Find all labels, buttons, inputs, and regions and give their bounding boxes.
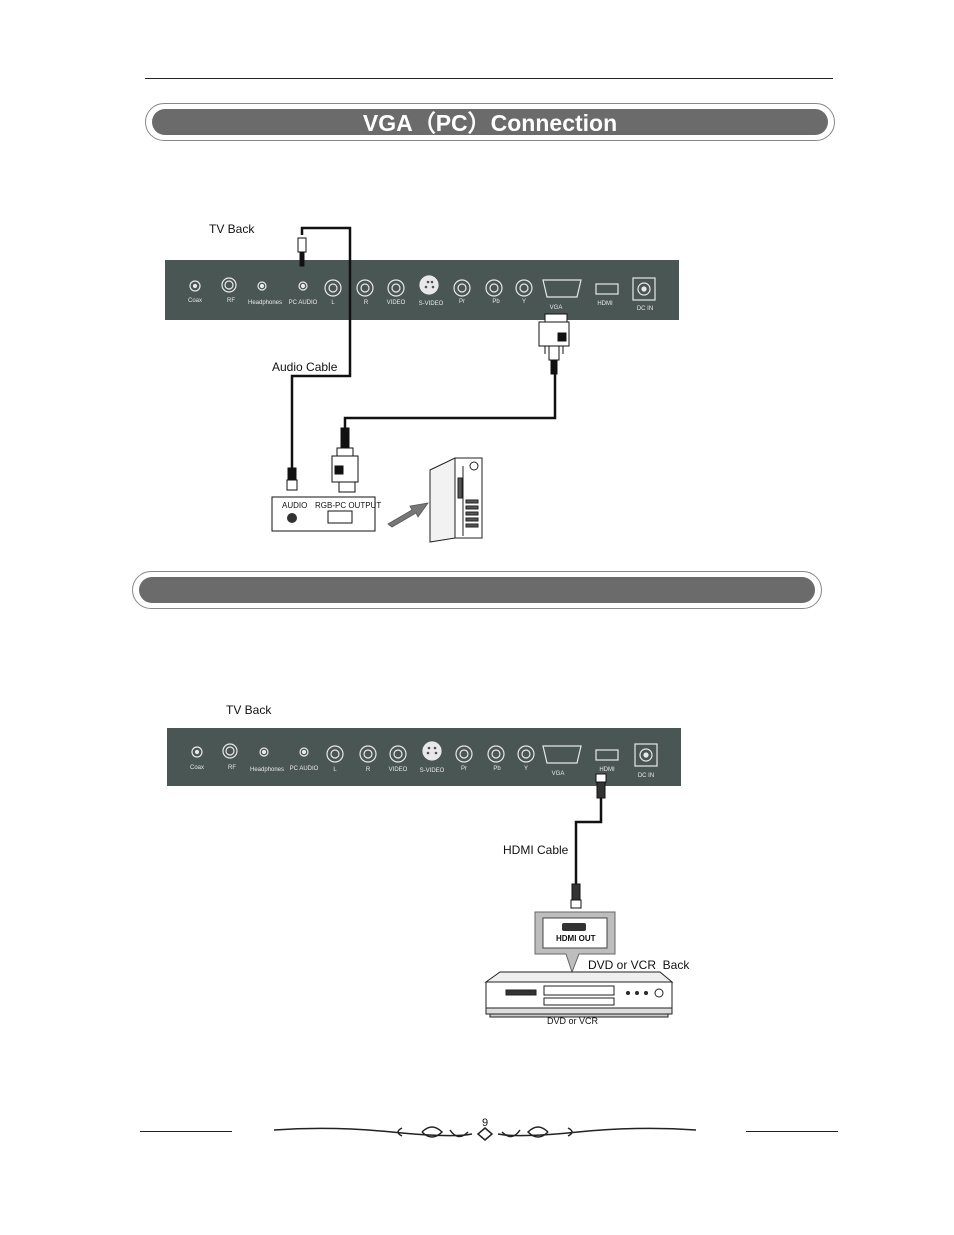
y-port — [515, 279, 533, 297]
section2-banner-fill — [139, 577, 815, 603]
p2-label-s-video: S-VIDEO — [420, 768, 445, 774]
hdmi-out-label: HDMI OUT — [556, 934, 596, 943]
hdmi-plug-tv — [595, 773, 607, 799]
p2-label-rf: RF — [228, 765, 236, 771]
pc-audio-jack — [287, 513, 297, 523]
pr-port — [453, 279, 471, 297]
p2-label-l: L — [333, 767, 337, 773]
pc-audio-label: AUDIO — [282, 501, 308, 510]
section1-banner-fill: VGA（PC）Connection — [152, 109, 828, 136]
hdmi-cable — [574, 796, 603, 888]
section1-banner: VGA（PC）Connection — [145, 103, 835, 141]
rf-port — [221, 277, 237, 293]
port-label-video: VIDEO — [387, 300, 406, 306]
port-label-dc-in: DC IN — [637, 306, 653, 312]
port-label-hdmi: HDMI — [597, 301, 613, 307]
port-label-r: R — [364, 300, 369, 306]
port-label-l: L — [331, 300, 335, 306]
hdmi-plug-device — [570, 883, 582, 909]
coax-port — [189, 280, 201, 292]
device-back-label: DVD or VCR Back — [588, 958, 690, 972]
port-label-pr: Pr — [459, 299, 465, 305]
vga-port — [542, 279, 582, 298]
hdmi-port — [595, 283, 619, 295]
tv-back-panel-2: Coax RF Headphones PC AUDIO L R VIDEO S-… — [167, 728, 681, 786]
p2-label-vga: VGA — [552, 771, 565, 777]
pc-back-panel — [271, 496, 376, 532]
hdmi-cable-label: HDMI Cable — [503, 843, 569, 857]
footer-ornament — [273, 1126, 697, 1141]
port-label-headphones: Headphones — [248, 300, 282, 306]
p2-label-pb: Pb — [493, 766, 501, 772]
video-port — [387, 279, 405, 297]
port-label-vga: VGA — [550, 305, 563, 311]
p2-label-r: R — [366, 767, 371, 773]
port-label-pb: Pb — [492, 299, 500, 305]
dvd-player-image — [484, 971, 674, 1018]
p2-label-hdmi: HDMI — [599, 767, 615, 773]
section2-title — [139, 577, 815, 603]
audio-cable-label: Audio Cable — [272, 360, 338, 374]
panel2-ports-svg: Coax RF Headphones PC AUDIO L R VIDEO S-… — [190, 741, 658, 779]
port-label-rf: RF — [227, 298, 235, 304]
tv-back-panel-1: Coax RF Headphones PC AUDIO L R VIDEO S-… — [165, 260, 679, 320]
pc-audio-port — [298, 281, 308, 291]
vga-plug-pc — [331, 427, 359, 493]
panel1-ports-svg: Coax RF Headphones PC AUDIO L R VIDEO S-… — [188, 275, 656, 312]
port-label-s-video: S-VIDEO — [419, 301, 444, 307]
p2-label-pr: Pr — [461, 766, 467, 772]
footer-rule-right — [746, 1131, 838, 1132]
section2-diagram — [484, 773, 674, 1018]
hdmi-out-port — [562, 923, 586, 931]
p2-label-video: VIDEO — [389, 767, 408, 773]
p2-label-dc-in: DC IN — [638, 773, 654, 779]
section1-diagram — [271, 226, 570, 543]
section2-tv-back-label: TV Back — [226, 703, 272, 717]
pc-rgb-port — [327, 510, 353, 524]
hdmi-out-panel — [542, 917, 608, 949]
audio-plug-top — [297, 237, 307, 267]
pc-tower-image — [429, 457, 483, 543]
audio-plug-pc — [286, 467, 298, 491]
r-port — [356, 279, 374, 297]
header-rule — [145, 78, 833, 79]
l-port — [324, 279, 342, 297]
port-label-coax: Coax — [188, 298, 202, 304]
dc-in-port — [632, 277, 656, 301]
p2-label-headphones: Headphones — [250, 767, 284, 773]
section2-banner — [132, 571, 822, 609]
port-label-pc-audio: PC AUDIO — [289, 300, 318, 306]
audio-cable — [290, 226, 352, 470]
section1-title: VGA（PC）Connection — [362, 110, 618, 136]
p2-label-y: Y — [524, 766, 528, 772]
pb-port — [485, 279, 503, 297]
footer-rule-left — [140, 1131, 232, 1132]
pc-rgb-label: RGB-PC OUTPUT — [315, 501, 382, 510]
ornament-diamond — [476, 1127, 494, 1141]
pointer-arrow — [387, 502, 429, 528]
p2-label-pc-audio: PC AUDIO — [290, 766, 319, 772]
section1-tv-back-label: TV Back — [209, 222, 255, 236]
vga-cable — [343, 372, 557, 432]
s-video-port — [419, 275, 439, 295]
port-label-y: Y — [522, 299, 526, 305]
headphones-port — [257, 281, 267, 291]
device-label: DVD or VCR — [547, 1016, 599, 1026]
p2-label-coax: Coax — [190, 765, 204, 771]
vga-plug-tv — [538, 313, 570, 375]
page-number: 9 — [482, 1117, 489, 1129]
